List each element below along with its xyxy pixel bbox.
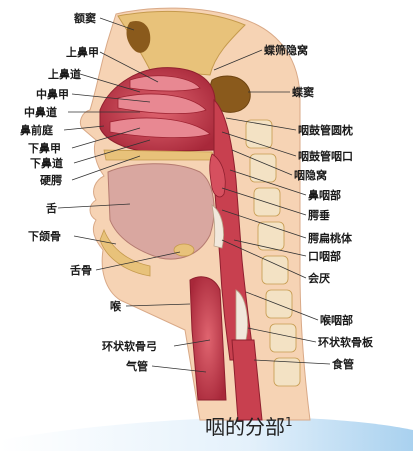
label-nasal-vestibule: 鼻前庭 bbox=[20, 123, 53, 137]
caption-wave bbox=[0, 417, 413, 451]
label-esophagus: 食管 bbox=[332, 357, 354, 371]
label-sphenoethmoidal-recess: 蝶筛隐窝 bbox=[264, 43, 308, 57]
label-soft-palate: 腭垂 bbox=[308, 208, 330, 222]
label-hyoid: 舌骨 bbox=[70, 263, 92, 277]
figure-caption: 咽的分部1 bbox=[205, 415, 293, 439]
label-laryngopharynx: 喉咽部 bbox=[320, 313, 353, 327]
label-mandible: 下颌骨 bbox=[28, 229, 61, 243]
tongue-shape bbox=[107, 163, 215, 260]
label-cricoid-arch: 环状软骨弓 bbox=[102, 339, 157, 353]
hyoid-shape bbox=[173, 243, 195, 257]
epiglottis-shape bbox=[211, 204, 224, 249]
mandible-shape bbox=[99, 228, 151, 277]
label-larynx: 喉 bbox=[110, 299, 122, 313]
label-middle-concha: 中鼻甲 bbox=[36, 87, 69, 101]
label-torus-tubarius: 咽鼓管圆枕 bbox=[298, 123, 353, 137]
hard-palate-shape bbox=[103, 149, 215, 161]
superior-concha-shape bbox=[129, 75, 201, 92]
label-cricoid-lamina: 环状软骨板 bbox=[318, 335, 374, 349]
left-labels: 额窦 上鼻甲 上鼻道 中鼻甲 中鼻道 鼻前庭 下鼻甲 下鼻道 硬腭 舌 下颌骨 … bbox=[20, 11, 157, 373]
label-palatine-tonsil: 腭扁桃体 bbox=[308, 231, 353, 245]
label-trachea: 气管 bbox=[125, 359, 148, 373]
larynx-shape bbox=[189, 276, 227, 401]
label-frontal-sinus: 额窦 bbox=[74, 11, 96, 25]
label-superior-concha: 上鼻甲 bbox=[66, 45, 99, 59]
label-pharyngeal-recess: 咽隐窝 bbox=[294, 168, 327, 182]
label-inferior-concha: 下鼻甲 bbox=[28, 141, 61, 155]
label-epiglottis: 会厌 bbox=[308, 271, 330, 285]
label-inferior-meatus: 下鼻道 bbox=[30, 156, 63, 170]
inferior-concha-shape bbox=[109, 117, 211, 138]
soft-palate-shape bbox=[209, 153, 226, 198]
right-leader-lines bbox=[213, 49, 331, 365]
caption-superscript: 1 bbox=[285, 415, 293, 429]
label-sphenoid-sinus: 蝶窦 bbox=[292, 85, 314, 99]
left-leader-lines bbox=[57, 17, 211, 373]
label-hard-palate: 硬腭 bbox=[40, 174, 62, 187]
caption-text: 咽的分部 bbox=[205, 415, 285, 439]
label-superior-meatus: 上鼻道 bbox=[48, 67, 81, 81]
pharynx-wall bbox=[213, 98, 255, 361]
label-middle-meatus: 中鼻道 bbox=[24, 105, 57, 119]
label-oropharynx: 口咽部 bbox=[308, 249, 341, 263]
middle-concha-shape bbox=[117, 93, 207, 115]
label-nasopharynx: 鼻咽部 bbox=[308, 188, 341, 202]
right-labels: 蝶筛隐窝 蝶窦 咽鼓管圆枕 咽鼓管咽口 咽隐窝 鼻咽部 腭垂 腭扁桃体 口咽部 … bbox=[264, 43, 374, 371]
label-pharyngeal-opening: 咽鼓管咽口 bbox=[298, 149, 353, 163]
frontal-sinus-shape bbox=[126, 20, 151, 53]
label-tongue: 舌 bbox=[46, 201, 57, 215]
